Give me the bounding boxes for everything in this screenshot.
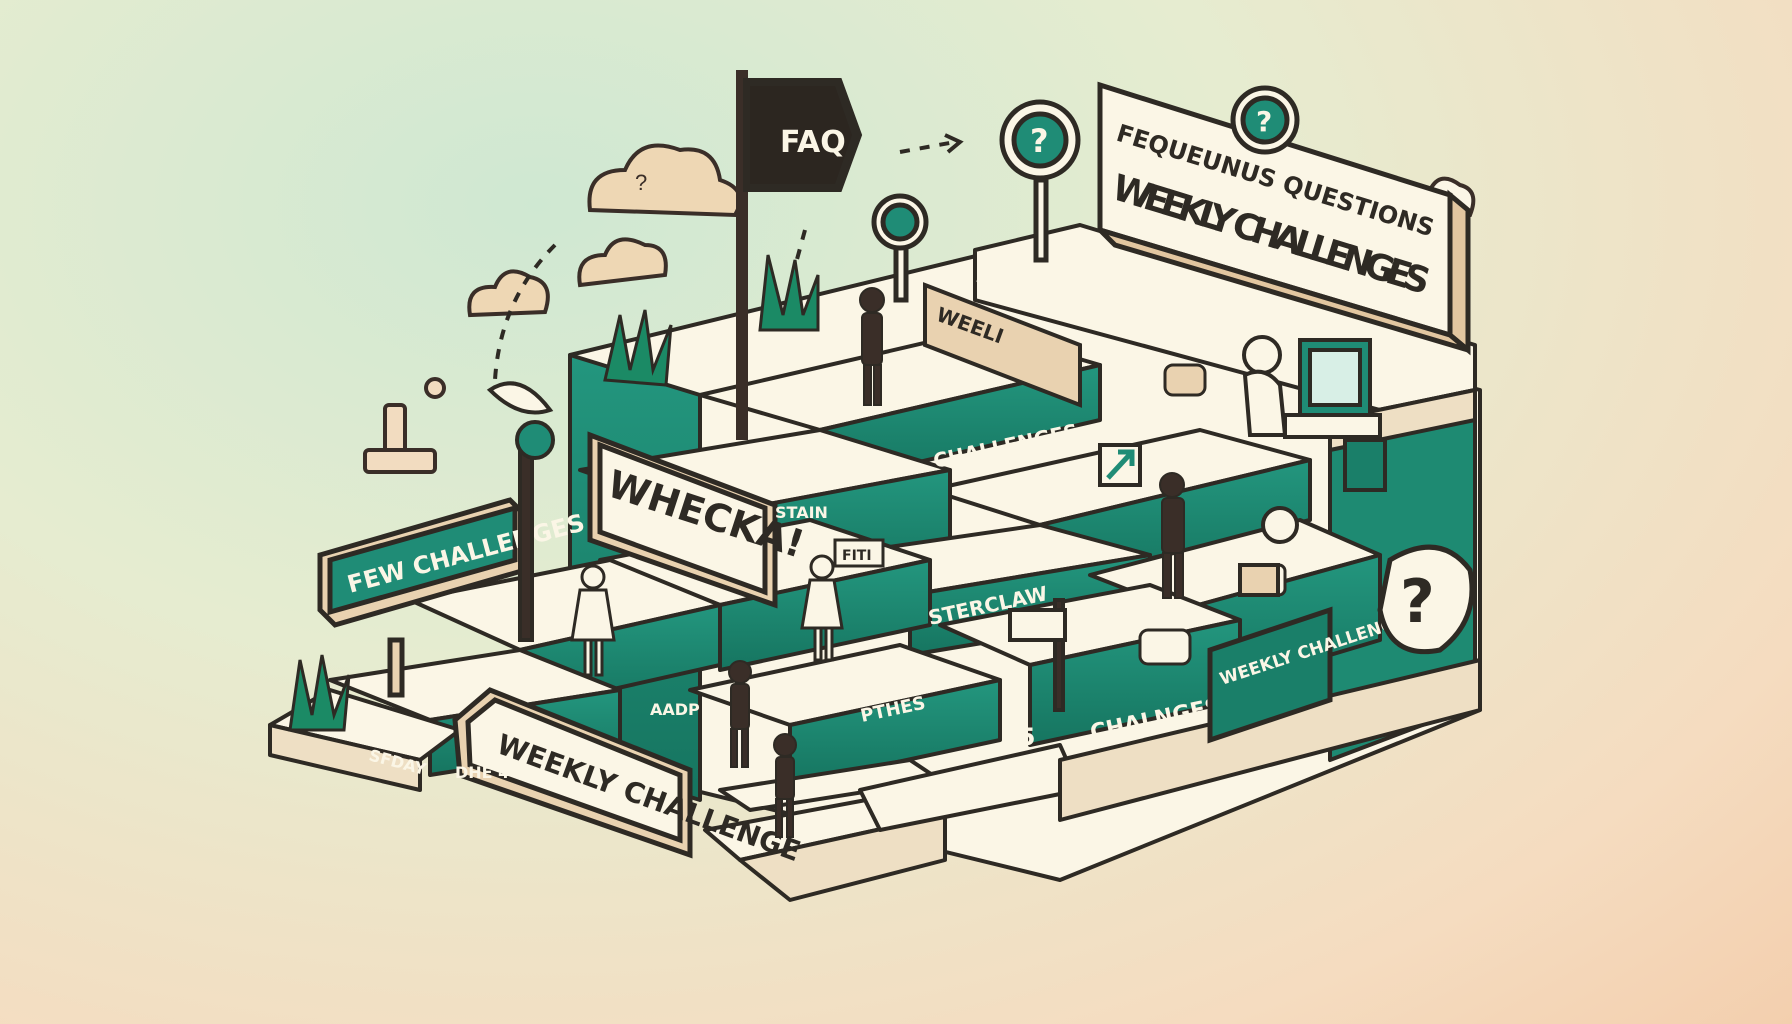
- vtads-label: VTADS: [782, 686, 838, 704]
- weekly-challenges-board: FEQUEUNUS QUESTIONS WEEKLY CHALLENGES: [1097, 81, 1471, 356]
- fiti-sign: FITI: [833, 538, 885, 568]
- cloud-icon: [577, 237, 668, 288]
- question-pin-icon: ?: [999, 99, 1081, 263]
- arrow-head-icon: [944, 133, 964, 154]
- person-figure: [800, 554, 844, 662]
- faq-flag: FAQ: [736, 70, 863, 440]
- cloud-icon: [467, 269, 550, 318]
- up-arrow-icon: [1098, 443, 1142, 487]
- question-badge-icon: ?: [1377, 544, 1475, 655]
- person-figure: [570, 564, 616, 677]
- chair-icon: [363, 377, 446, 474]
- person-figure: [1159, 472, 1185, 599]
- winged-pole-icon: [486, 381, 555, 642]
- person-figure: [773, 733, 797, 838]
- plant-icon: [288, 654, 351, 732]
- number-45-label: 45: [1002, 723, 1035, 751]
- person-figure: [728, 660, 752, 768]
- whecka-sign: WHECKA!: [587, 431, 810, 609]
- svg-text:?: ?: [1030, 122, 1049, 160]
- weeli-sign: WEELI: [923, 282, 1082, 408]
- aadp-label: AADP: [650, 700, 700, 719]
- question-pin-icon: ?: [1230, 85, 1300, 155]
- faq-label: FAQ: [780, 125, 846, 160]
- dhe4-label: DHE 4: [455, 763, 509, 782]
- cloud-icon: ?: [587, 143, 742, 218]
- svg-text:?: ?: [1400, 567, 1435, 637]
- number-2-label: 2: [998, 531, 1013, 556]
- computer-desk-icon: [1242, 335, 1387, 492]
- plant-icon: [603, 309, 673, 387]
- svg-text:FITI: FITI: [842, 548, 872, 564]
- question-pin-icon: [871, 193, 929, 303]
- plant-icon: [758, 254, 820, 332]
- person-figure: [859, 287, 885, 406]
- signpost-icon: [1008, 506, 1299, 712]
- stain-label: STAIN: [775, 503, 828, 522]
- svg-text:?: ?: [635, 170, 647, 195]
- svg-text:?: ?: [1256, 105, 1272, 138]
